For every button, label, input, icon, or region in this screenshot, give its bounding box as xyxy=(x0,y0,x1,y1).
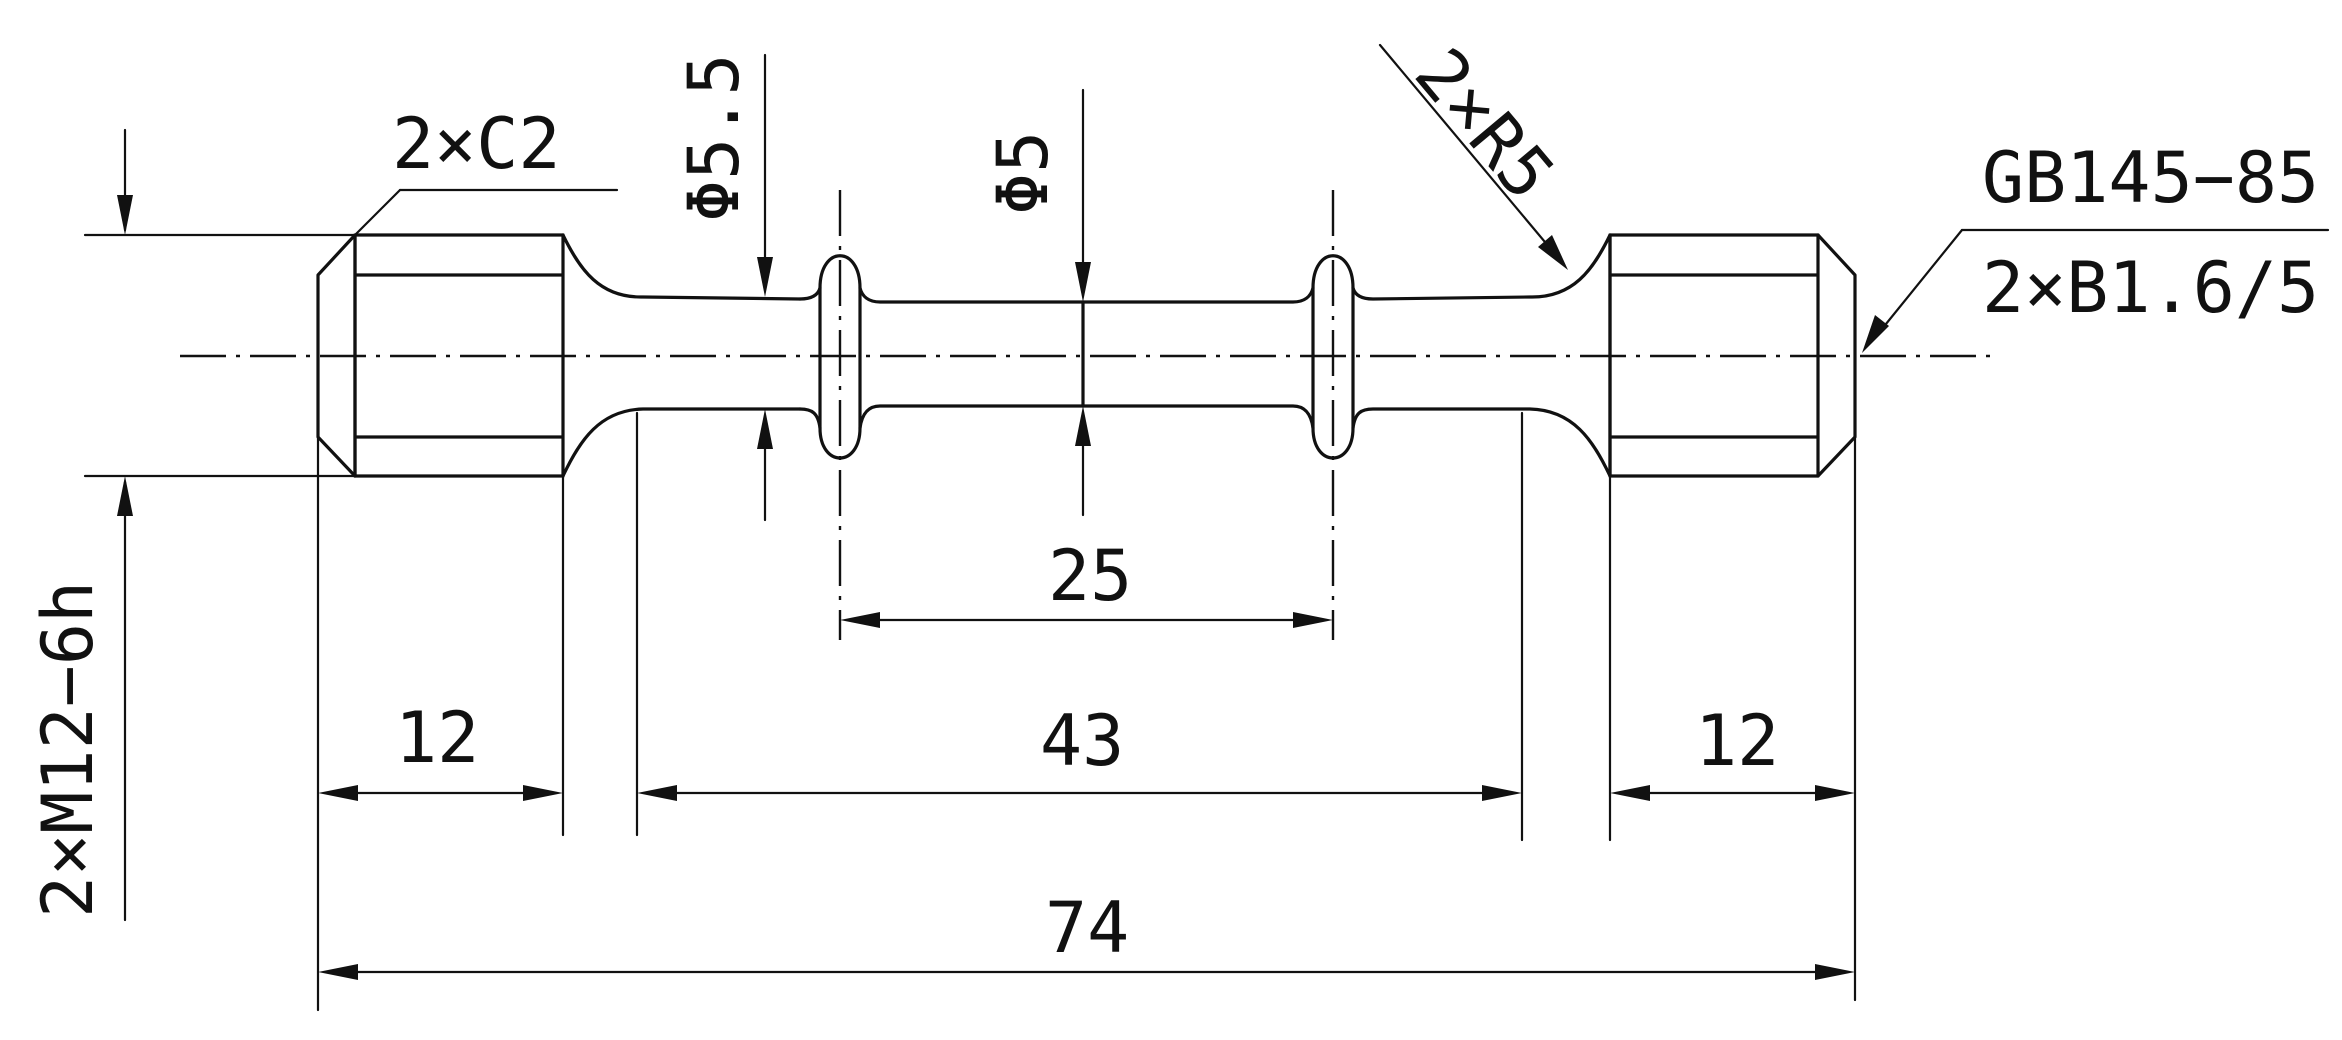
right-thread-length-dimension: 12 xyxy=(1610,700,1855,801)
fillet-leader: 2×R5 xyxy=(1378,33,1570,270)
neck-diameter-dimension: Φ5.5 xyxy=(673,53,773,522)
overall-length-label: 74 xyxy=(1045,887,1129,969)
neck-length-dimension: 43 xyxy=(637,700,1522,801)
chamfer-leader: 2×C2 xyxy=(353,103,619,237)
fillet-label: 2×R5 xyxy=(1399,33,1570,215)
gauge-diameter-dimension: Φ5 xyxy=(982,88,1091,517)
left-thread-length-label: 12 xyxy=(395,697,479,779)
center-hole-leader: GB145−85 2×B1.6/5 xyxy=(1862,137,2330,353)
center-hole-spec-label: 2×B1.6/5 xyxy=(1982,247,2319,329)
thread-label: 2×M12−6h xyxy=(27,581,109,918)
neck-length-label: 43 xyxy=(1040,700,1124,782)
center-hole-standard-label: GB145−85 xyxy=(1982,137,2319,219)
extension-lines xyxy=(83,233,1857,1012)
neck-diameter-label: Φ5.5 xyxy=(673,53,755,222)
gauge-length-dimension: 25 xyxy=(840,535,1333,628)
gauge-length-label: 25 xyxy=(1048,535,1132,617)
overall-length-dimension: 74 xyxy=(318,887,1855,980)
thread-dimension: 2×M12−6h xyxy=(27,128,133,922)
left-thread-length-dimension: 12 xyxy=(318,697,563,801)
gauge-diameter-label: Φ5 xyxy=(982,131,1064,215)
right-thread-length-label: 12 xyxy=(1695,700,1779,782)
chamfer-label: 2×C2 xyxy=(392,103,561,185)
